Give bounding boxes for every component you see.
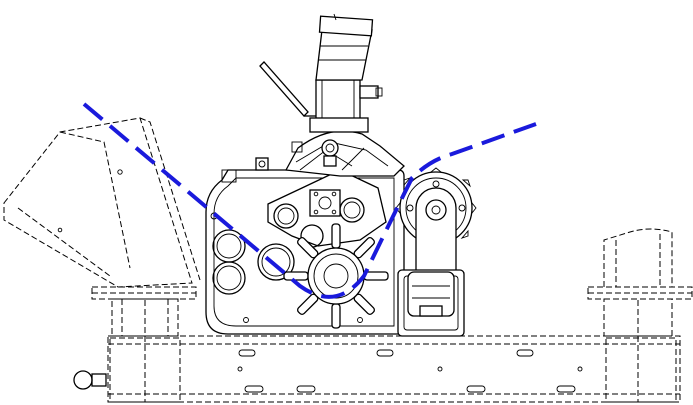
left-support-leg [91,286,197,337]
left-flange [91,286,197,300]
right-upright-panel [603,228,673,287]
sprocket-assembly [395,167,477,337]
manifold-rib [295,141,389,167]
adjust-knob-stem [91,373,107,387]
center-port [257,243,295,281]
housing-bolt-c [357,317,363,323]
manifold-dome [284,130,405,177]
swing-path-line [82,102,537,299]
bearing-foot [419,305,443,317]
hopper-side-edge [139,117,201,281]
pipe-top-cap [318,15,374,37]
manifold-strut [341,147,365,171]
sprocket-bolt-r [458,204,466,212]
upper-manifold [284,130,405,177]
housing-plug-bolt [258,160,266,168]
valve-plate [267,169,387,248]
lower-port-inner [216,265,242,291]
pipe-base-collar [309,117,369,133]
left-leg-post [111,298,179,337]
right-support-leg [587,228,693,337]
hopper-inner-fold [59,131,131,269]
tilted-hopper-ghost [3,117,201,288]
valve-port-right-inner [343,201,361,219]
hopper-bottom-edge [17,207,111,277]
base-right-block [605,337,677,403]
tension-arm-top-pin [425,199,447,221]
base-left-block [109,337,181,403]
center-port-inner [261,247,291,277]
hopper-outline [3,117,193,288]
sprocket-teeth [395,167,477,239]
housing-corner-tab [221,169,237,183]
manifold-nozzle-bore [325,143,335,153]
valve-center-bore [318,196,332,210]
manifold-nozzle-neck [323,155,337,167]
pipe-tip-mark [333,13,337,21]
valve-port-left [273,203,299,229]
housing-inner-edge [213,177,395,327]
manifold-left-lug [291,141,303,153]
right-flange [587,286,693,300]
lever-arm [259,61,309,117]
base-frame [73,300,681,403]
manifold-nozzle [321,139,339,157]
base-slots [237,349,583,393]
star-wheel-bore [323,263,349,289]
adjust-knob-icon [73,370,93,390]
lower-port [212,261,246,295]
pipe-side-nipple [359,85,379,99]
hopper-hole [57,227,63,233]
housing-bolt-b [243,317,249,323]
hopper-pin [117,169,123,175]
sprocket-bolt-l [406,204,414,212]
right-leg-post [603,298,673,337]
valve-port-left-inner [277,207,295,225]
upper-port-inner [216,233,242,259]
valve-center-block [309,189,341,217]
sprocket-bolt-t [432,180,440,188]
star-wheel [283,223,389,329]
housing-plug [255,157,269,171]
base-frame-outline [107,335,681,403]
pipe-upper-fitting [315,29,373,81]
vertical-pipe [259,13,383,133]
tension-arm-top-pin-inner [431,205,441,215]
pipe-side-nipple-cap [375,87,383,97]
